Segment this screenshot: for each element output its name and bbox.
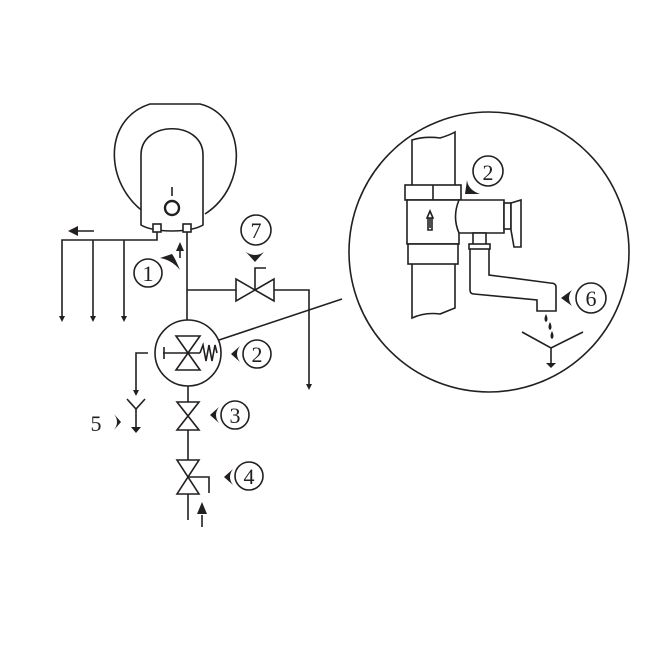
arrow-up-icon bbox=[176, 242, 184, 251]
safety-valve-2 bbox=[154, 298, 343, 387]
drain-5 bbox=[114, 352, 148, 433]
water-heater bbox=[113, 103, 238, 233]
label-7: 7 bbox=[251, 218, 262, 243]
cold-water-pipe bbox=[176, 232, 312, 390]
label-6: 6 bbox=[586, 286, 597, 311]
pointer-6-icon bbox=[561, 290, 572, 306]
arrow-up-icon bbox=[197, 502, 207, 514]
pointer-2-detail-icon bbox=[465, 180, 480, 194]
pointer-4-icon bbox=[224, 469, 233, 485]
hot-water-lines bbox=[59, 226, 158, 322]
label-2-detail: 2 bbox=[483, 160, 494, 185]
label-1: 1 bbox=[143, 261, 154, 286]
label-4: 4 bbox=[244, 464, 255, 489]
label-3: 3 bbox=[230, 403, 241, 428]
label-2: 2 bbox=[252, 342, 263, 367]
pointer-3-icon bbox=[210, 407, 219, 423]
check-valve-4 bbox=[175, 459, 210, 527]
pointer-2-icon bbox=[231, 346, 240, 362]
arrow-left-icon bbox=[68, 226, 78, 236]
detail-view bbox=[348, 111, 630, 393]
shutoff-valve-3 bbox=[175, 386, 201, 520]
label-5: 5 bbox=[91, 411, 102, 436]
pointer-1-icon bbox=[160, 254, 180, 270]
pointer-7-icon bbox=[246, 252, 264, 262]
